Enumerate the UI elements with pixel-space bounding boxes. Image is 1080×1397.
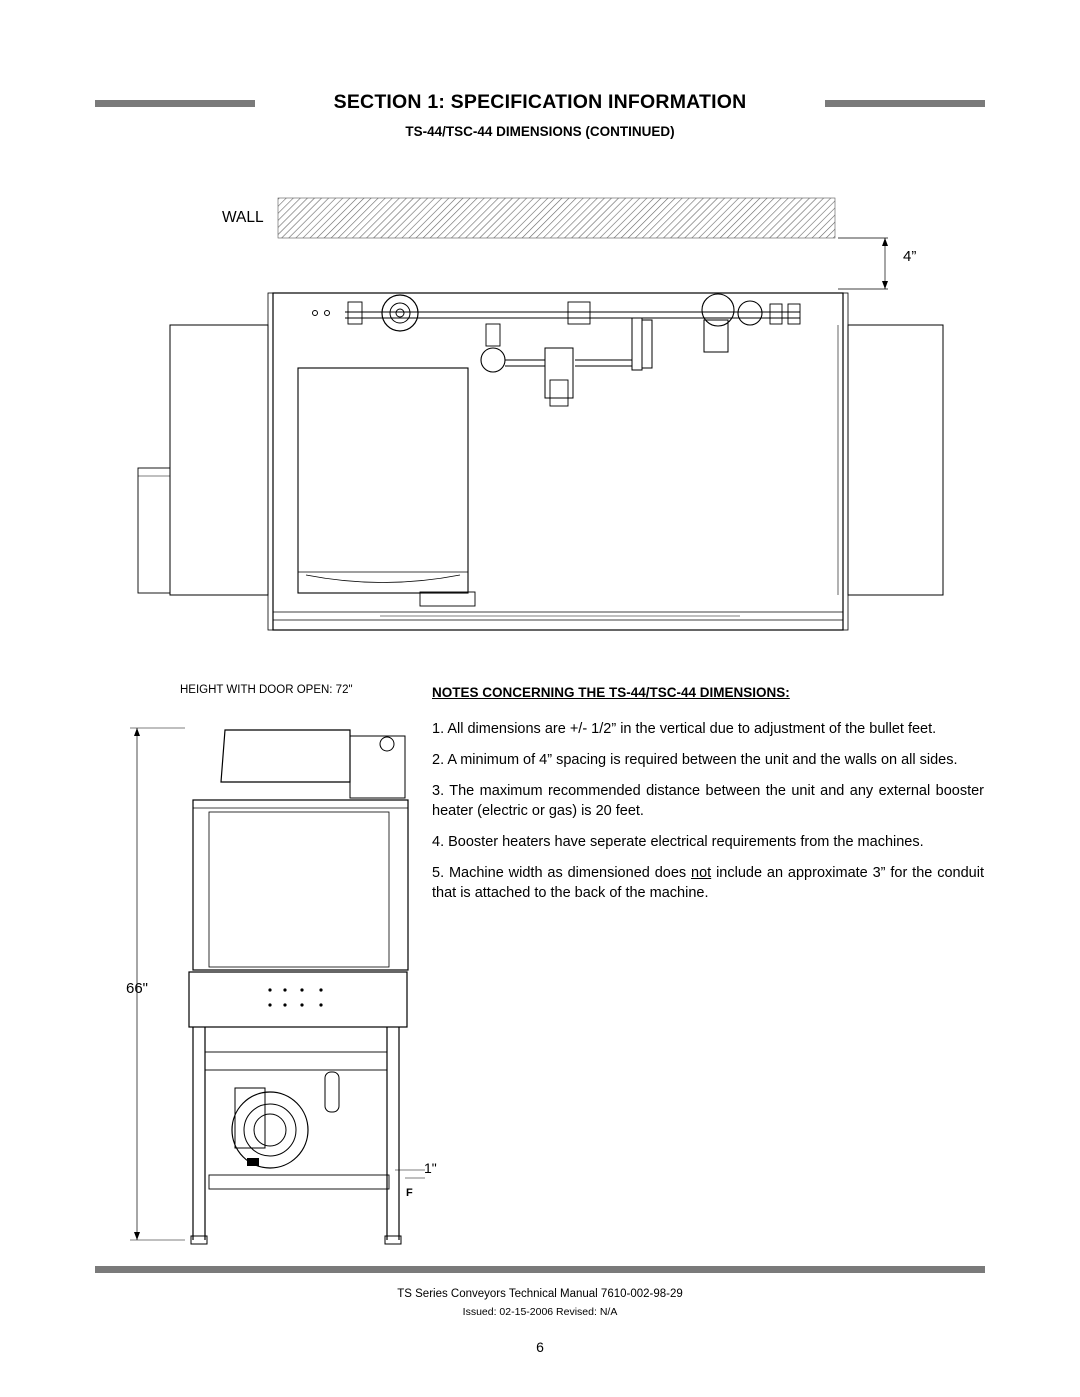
footer-manual-title: TS Series Conveyors Technical Manual 761… (397, 1288, 683, 1300)
note-item: 1. All dimensions are +/- 1/2” in the ve… (432, 721, 937, 737)
clearance-label: 4” (903, 248, 917, 265)
notes-heading: NOTES CONCERNING THE TS-44/TSC-44 DIMENS… (432, 685, 790, 700)
section-subtitle: TS-44/TSC-44 DIMENSIONS (CONTINUED) (405, 124, 675, 139)
note-item: 3. The maximum recommended distance betw… (432, 783, 984, 819)
wall-label: WALL (222, 209, 264, 226)
door-open-height-label: HEIGHT WITH DOOR OPEN: 72" (180, 684, 353, 696)
header-rule-right (825, 100, 985, 107)
note-5-text-after: include an approximate 3” for the condui… (432, 865, 984, 901)
wall-hatch (277, 197, 836, 239)
footer-issued: Issued: 02-15-2006 Revised: N/A (462, 1306, 618, 1318)
top-view-drawing (137, 197, 944, 631)
notes-section: NOTES CONCERNING THE TS-44/TSC-44 DIMENS… (432, 683, 984, 914)
foot-adjust-label: 1" (424, 1160, 437, 1176)
note-5-underlined-word: not (691, 865, 712, 881)
note-item: 4. Booster heaters have seperate electri… (432, 834, 924, 850)
section-title: SECTION 1: SPECIFICATION INFORMATION (333, 91, 747, 113)
note-item: 2. A minimum of 4” spacing is required b… (432, 752, 958, 768)
note-item-5: 5. Machine width as dimensioned does not… (432, 863, 984, 903)
page-number: 6 (536, 1339, 544, 1355)
header-rule-left (95, 100, 255, 107)
side-view-drawing (130, 727, 425, 1245)
footer-rule (95, 1266, 985, 1273)
foot-label: F (406, 1187, 413, 1199)
note-5-text-before: 5. Machine width as dimensioned does (432, 865, 692, 881)
